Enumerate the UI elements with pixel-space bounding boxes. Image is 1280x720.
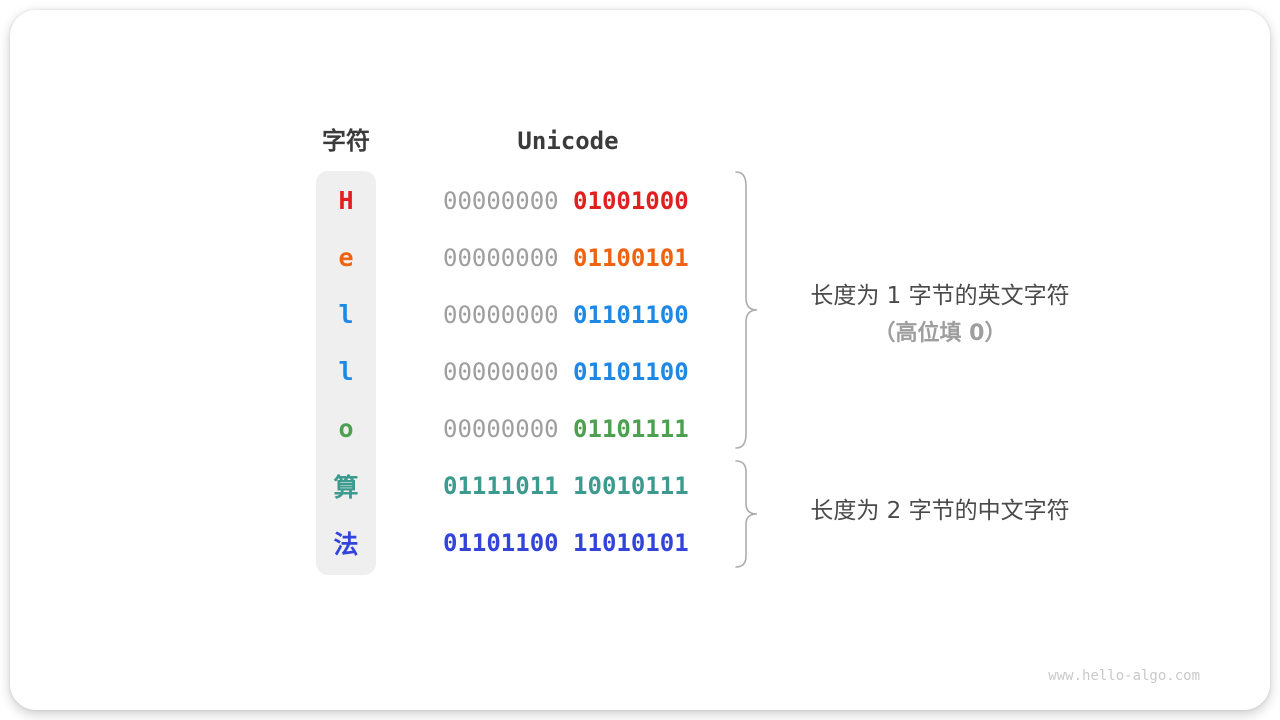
brace-chinese-group <box>735 460 758 568</box>
char-cell: e <box>338 243 354 272</box>
byte-gap <box>559 358 573 386</box>
annotation-chinese-line1: 长度为 2 字节的中文字符 <box>810 498 1070 524</box>
char-cell: 法 <box>333 529 359 559</box>
brace-english-group <box>735 171 758 449</box>
encoding-row-l1: l 00000000 01101100 <box>10 286 1280 343</box>
byte-gap <box>559 244 573 272</box>
annotation-chinese-group: 长度为 2 字节的中文字符 <box>768 498 1112 524</box>
column-header-character: 字符 <box>322 127 370 155</box>
byte-high: 01101100 <box>443 528 559 557</box>
char-cell: 算 <box>333 472 359 502</box>
byte-high: 00000000 <box>443 357 559 386</box>
byte-high: 00000000 <box>443 243 559 272</box>
figure-card: 字符 Unicode H 00000000 01001000 e 0000000… <box>10 10 1270 710</box>
annotation-english-line2: （高位填 0） <box>873 321 1007 346</box>
byte-low: 01101100 <box>573 300 689 329</box>
watermark-url: www.hello-algo.com <box>1048 668 1200 684</box>
byte-gap <box>559 472 573 500</box>
annotation-english-line1: 长度为 1 字节的英文字符 <box>810 283 1070 309</box>
encoding-row-h: H 00000000 01001000 <box>10 172 1280 229</box>
byte-low: 01100101 <box>573 243 689 272</box>
encoding-row-o: o 00000000 01101111 <box>10 400 1280 457</box>
character-column-background <box>316 171 376 575</box>
byte-high: 00000000 <box>443 186 559 215</box>
byte-low: 10010111 <box>573 471 689 500</box>
char-cell: o <box>338 414 354 443</box>
byte-high: 00000000 <box>443 414 559 443</box>
column-header-unicode: Unicode <box>517 127 619 155</box>
byte-low: 01101111 <box>573 414 689 443</box>
byte-high: 01111011 <box>443 471 559 500</box>
char-cell: l <box>338 300 354 329</box>
encoding-row-suan: 算 01111011 10010111 <box>10 457 1280 514</box>
encoding-row-l2: l 00000000 01101100 <box>10 343 1280 400</box>
byte-low: 11010101 <box>573 528 689 557</box>
byte-gap <box>559 529 573 557</box>
byte-gap <box>559 187 573 215</box>
byte-gap <box>559 301 573 329</box>
encoding-row-e: e 00000000 01100101 <box>10 229 1280 286</box>
annotation-english-group: 长度为 1 字节的英文字符 （高位填 0） <box>768 278 1112 352</box>
char-cell: H <box>338 186 354 215</box>
char-cell: l <box>338 357 354 386</box>
encoding-row-fa: 法 01101100 11010101 <box>10 514 1280 571</box>
byte-gap <box>559 415 573 443</box>
byte-low: 01001000 <box>573 186 689 215</box>
byte-high: 00000000 <box>443 300 559 329</box>
byte-low: 01101100 <box>573 357 689 386</box>
